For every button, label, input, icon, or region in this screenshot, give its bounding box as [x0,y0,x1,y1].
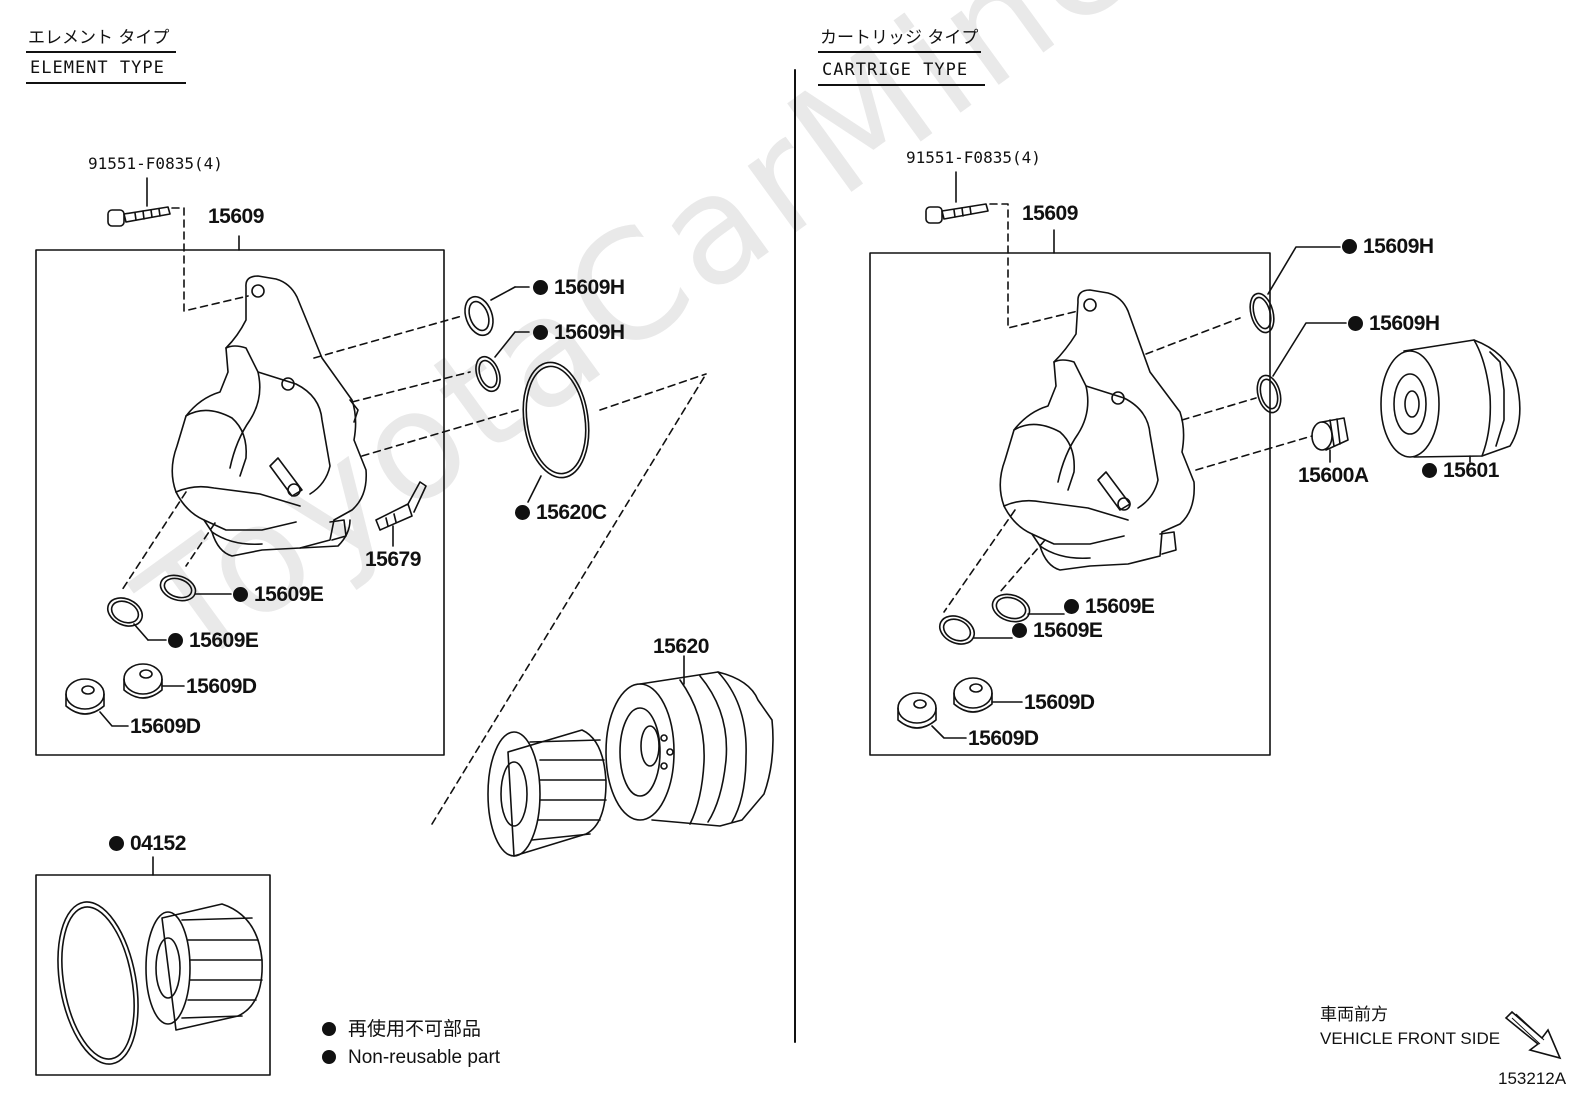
label-plug-d1-right: 15609D [1024,691,1095,714]
drain-plug-icon [65,678,105,715]
label-plug-d2-left: 15609D [130,715,201,738]
bolt-icon [107,206,171,227]
element-kit-icon [57,901,263,1065]
right-title-jp: カートリッジ タイプ [820,28,979,48]
label-housing-left: 15609 [208,205,264,228]
direction-jp: 車両前方 [1320,1005,1388,1024]
left-title-en-underline [26,82,186,84]
right-title-jp-underline [818,51,981,53]
o-ring-icon [464,295,494,337]
label-filter-cap: 15620 [653,635,709,658]
label-oring-e2-right: 15609E [1012,620,1103,641]
left-title-en: ELEMENT TYPE [30,58,165,78]
o-ring-icon [938,615,976,645]
oil-filter-cartridge-icon [1380,339,1521,458]
label-clip: 15679 [365,548,421,571]
left-title-jp-underline [26,51,176,53]
label-union: 15600A [1298,464,1369,487]
oil-filter-housing-right [999,289,1196,571]
label-oring-h2-left: 15609H [533,322,625,343]
label-oring-h2-right: 15609H [1348,313,1440,334]
direction-en: VEHICLE FRONT SIDE [1320,1029,1501,1048]
legend-en: Non-reusable part [322,1048,500,1067]
left-title-jp: エレメント タイプ [28,28,170,48]
filter-element-icon [487,729,607,857]
vehicle-front-arrow-icon [1504,1010,1562,1060]
bolt-icon [925,203,989,224]
label-plug-d1-left: 15609D [186,675,257,698]
o-ring-icon [159,574,197,602]
legend-jp: 再使用不可部品 [322,1020,481,1039]
label-bolt-right: 91551-F0835(4) [906,148,1041,167]
label-element-kit: 04152 [109,833,186,854]
label-oring-e2-left: 15609E [168,630,259,651]
label-gasket-c: 15620C [515,502,607,523]
label-bolt-left: 91551-F0835(4) [88,154,223,173]
union-bolt-icon [1311,417,1349,451]
drain-plug-icon [123,663,163,699]
label-cartridge: 15601 [1422,460,1499,481]
label-oring-e1-left: 15609E [233,584,324,605]
gasket-icon [522,361,590,479]
clip-icon [375,481,427,531]
label-oring-h1-left: 15609H [533,277,625,298]
drain-plug-icon [953,677,993,713]
o-ring-icon [1249,292,1275,334]
figure-code: 153212A [1498,1069,1567,1088]
left-housing-box [35,249,445,756]
oil-filter-housing-left [171,275,368,557]
filter-cap-icon [605,671,774,827]
left-kit-box [35,874,271,1076]
label-oring-e1-right: 15609E [1064,596,1155,617]
right-housing-box [869,252,1271,756]
label-housing-right: 15609 [1022,202,1078,225]
right-title-en: CARTRIGE TYPE [822,60,969,80]
o-ring-icon [106,597,144,627]
drain-plug-icon [897,692,937,729]
label-oring-h1-right: 15609H [1342,236,1434,257]
label-plug-d2-right: 15609D [968,727,1039,750]
o-ring-icon [1256,374,1282,414]
right-title-en-underline [818,84,985,86]
o-ring-icon [475,355,501,393]
